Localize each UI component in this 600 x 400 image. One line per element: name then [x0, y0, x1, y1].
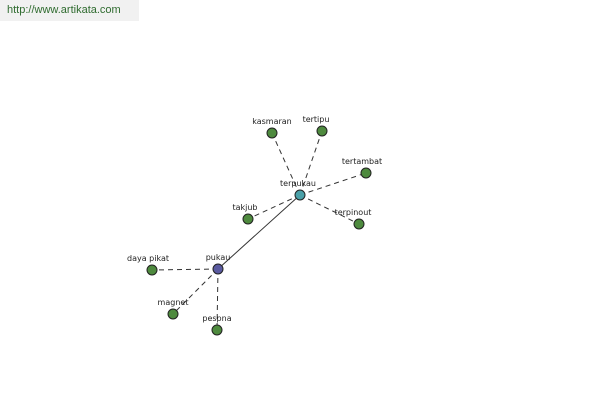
node-label-magnet: magnet — [158, 298, 189, 307]
site-url-link[interactable]: http://www.artikata.com — [7, 4, 121, 16]
edge-terpukau-tertipu — [299, 130, 323, 196]
node-label-pukau: pukau — [206, 253, 231, 262]
node-tertambat[interactable] — [360, 167, 372, 179]
labels-layer: pukau terpukau kasmaran tertipu tertambat tak… — [127, 115, 382, 323]
node-magnet[interactable] — [167, 308, 179, 320]
node-daya-pikat[interactable] — [146, 264, 158, 276]
url-banner: http://www.artikata.com — [0, 0, 139, 21]
edge-terpukau-terpinout — [299, 194, 360, 225]
edge-terpukau-tertambat — [299, 172, 367, 196]
node-label-terpukau: terpukau — [280, 179, 316, 188]
edge-pukau-magnet — [172, 268, 219, 315]
edge-terpukau-takjub — [247, 194, 301, 220]
node-label-takjub: takjub — [232, 203, 257, 212]
node-label-terpinout: terpinout — [335, 208, 372, 217]
nodes-layer — [146, 125, 372, 336]
node-terpinout[interactable] — [353, 218, 365, 230]
edge-pukau-terpukau — [217, 194, 301, 270]
edge-terpukau-kasmaran — [271, 132, 301, 196]
node-label-pesona: pespna — [202, 314, 231, 323]
node-kasmaran[interactable] — [266, 127, 278, 139]
node-tertipu[interactable] — [316, 125, 328, 137]
edge-pukau-daya-pikat — [151, 268, 219, 271]
node-takjub[interactable] — [242, 213, 254, 225]
edge-pukau-pesona — [216, 268, 219, 331]
node-label-kasmaran: kasmaran — [252, 117, 292, 126]
node-label-tertipu: tertipu — [303, 115, 330, 124]
node-label-daya-pikat: daya pikat — [127, 254, 169, 263]
edges-layer — [151, 130, 367, 331]
node-terpukau[interactable] — [294, 189, 306, 201]
node-pukau[interactable] — [212, 263, 224, 275]
node-label-tertambat: tertambat — [342, 157, 382, 166]
node-pesona[interactable] — [211, 324, 223, 336]
